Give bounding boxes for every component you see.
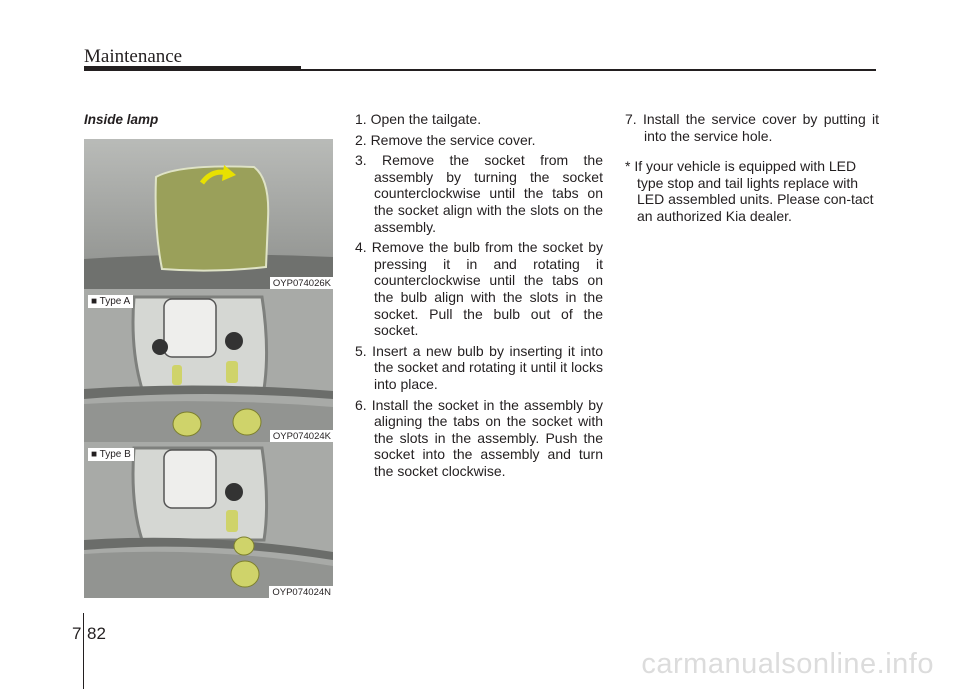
header-rule-thin — [301, 69, 876, 71]
step-item: 3. Remove the socket from the assembly b… — [355, 152, 603, 235]
chapter-number: 7 — [72, 624, 82, 643]
step-item: 2. Remove the service cover. — [355, 131, 536, 148]
figure-code: OYP074024N — [269, 586, 333, 598]
service-cover-illustration — [84, 139, 333, 289]
footer-rule — [83, 613, 84, 689]
figure-service-cover: OYP074026K — [84, 139, 333, 289]
header-title: Maintenance — [84, 46, 183, 67]
figure-code: OYP074026K — [269, 277, 333, 289]
section-title: Inside lamp — [84, 112, 159, 127]
figure-code: OYP074024K — [269, 430, 333, 442]
header-rule-thick — [84, 66, 301, 71]
step-item: 5. Insert a new bulb by inserting it int… — [355, 342, 603, 392]
page-number: 82 — [87, 624, 106, 643]
steps-column: 1. Open the tailgate. 2. Remove the serv… — [355, 111, 603, 483]
type-a-illustration — [84, 289, 333, 442]
step-item: 1. Open the tailgate. — [355, 111, 482, 127]
step-item: 7. Install the service cover by putting … — [625, 111, 879, 144]
figure-type-a: ■ Type A OYP074024K — [84, 289, 333, 442]
type-a-tag: ■ Type A — [88, 295, 134, 308]
type-b-illustration — [84, 442, 333, 598]
figure-type-b: ■ Type B OYP074024N — [84, 442, 333, 598]
led-note: * If your vehicle is equipped with LED t… — [625, 158, 874, 224]
step-item: 6. Install the socket in the assembly by… — [355, 396, 603, 479]
right-column: 7. Install the service cover by putting … — [625, 111, 879, 229]
type-b-tag: ■ Type B — [88, 448, 134, 461]
watermark: carmanualsonline.info — [641, 648, 934, 680]
step-item: 4. Remove the bulb from the socket by pr… — [355, 239, 603, 339]
